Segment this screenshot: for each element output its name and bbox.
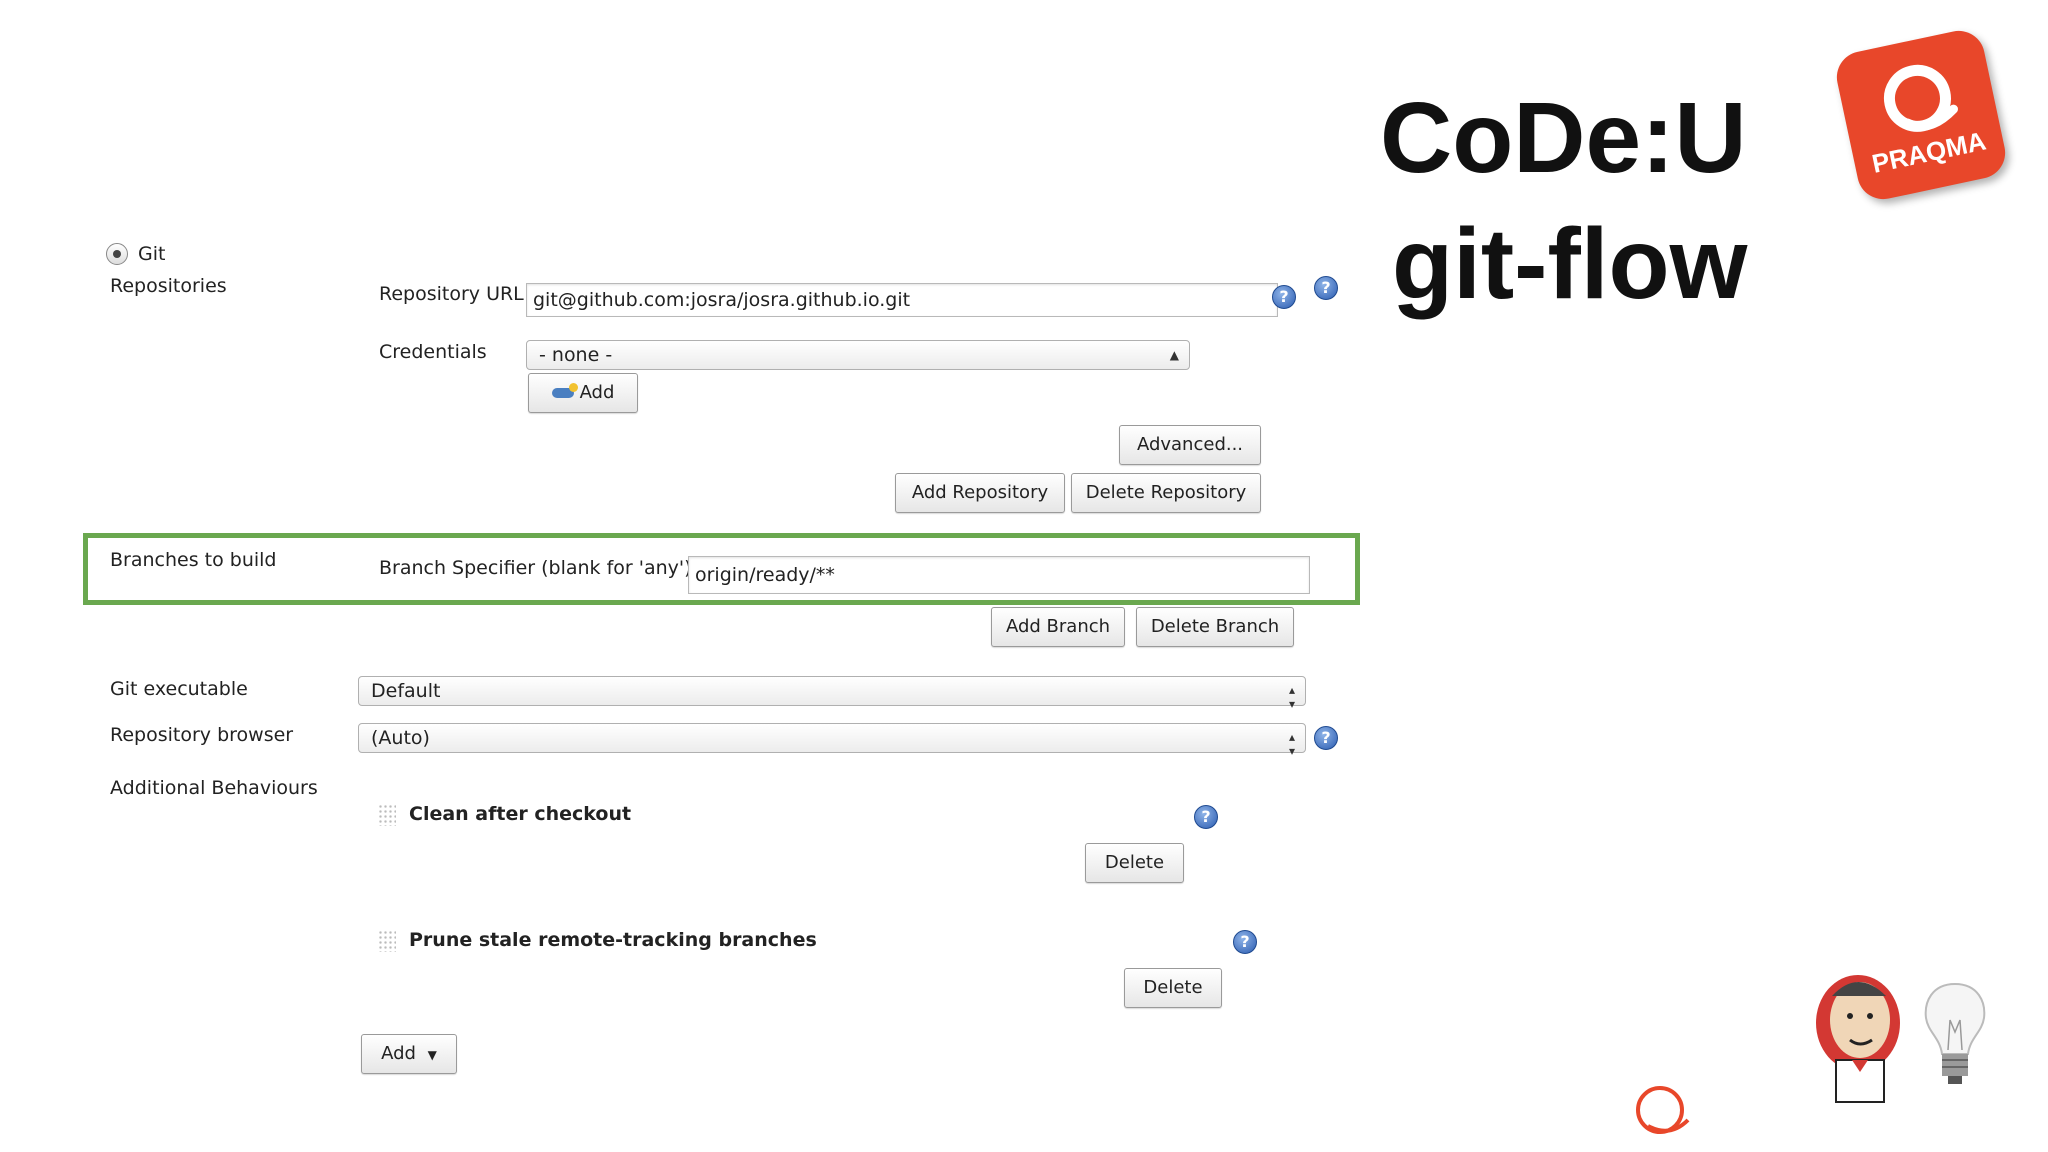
git-executable-select[interactable]: Default ▴▾ — [358, 676, 1306, 711]
credentials-select[interactable]: - none - ▲ — [526, 340, 1190, 370]
dropdown-arrow-icon: ▴▾ — [1288, 683, 1295, 711]
behaviour-title: Prune stale remote-tracking branches — [409, 929, 817, 951]
chevron-down-icon: ▼ — [427, 1048, 437, 1062]
add-branch-button[interactable]: Add Branch — [991, 607, 1125, 647]
credentials-select-value: - none - — [539, 344, 613, 366]
praqma-logo: PRAQMA — [1832, 26, 2010, 204]
additional-behaviours-label: Additional Behaviours — [110, 777, 318, 799]
branches-highlight-box — [83, 533, 1360, 605]
branch-specifier-input[interactable]: origin/ready/** — [688, 556, 1310, 594]
help-icon[interactable]: ? — [1233, 930, 1257, 954]
git-executable-value: Default — [371, 680, 441, 702]
git-radio[interactable] — [106, 243, 128, 265]
dropdown-arrow-icon: ▴▾ — [1288, 730, 1295, 758]
repositories-label: Repositories — [110, 275, 227, 297]
slide-title-line2: git-flow — [1392, 208, 1748, 320]
drag-handle-icon[interactable] — [378, 930, 396, 952]
delete-repository-button[interactable]: Delete Repository — [1071, 473, 1261, 513]
help-icon[interactable]: ? — [1314, 726, 1338, 750]
drag-handle-icon[interactable] — [378, 804, 396, 826]
branch-specifier-label: Branch Specifier (blank for 'any') — [379, 557, 692, 579]
add-behaviour-button[interactable]: Add ▼ — [361, 1034, 457, 1074]
repository-url-label: Repository URL — [379, 283, 524, 305]
delete-behaviour-button[interactable]: Delete — [1085, 843, 1184, 883]
delete-behaviour-button[interactable]: Delete — [1124, 968, 1222, 1008]
dropdown-arrow-icon: ▲ — [1169, 348, 1179, 362]
repository-browser-value: (Auto) — [371, 727, 430, 749]
add-credentials-label: Add — [579, 382, 615, 403]
credentials-label: Credentials — [379, 341, 487, 363]
help-icon[interactable]: ? — [1272, 285, 1296, 309]
advanced-button[interactable]: Advanced... — [1119, 425, 1261, 465]
repository-browser-label: Repository browser — [110, 724, 294, 746]
add-repository-button[interactable]: Add Repository — [895, 473, 1065, 513]
add-behaviour-label: Add — [381, 1043, 416, 1064]
jenkins-butler-icon — [1816, 975, 1900, 1103]
help-icon[interactable]: ? — [1194, 805, 1218, 829]
lightbulb-icon — [1924, 982, 1986, 1084]
repository-browser-select[interactable]: (Auto) ▴▾ — [358, 723, 1306, 758]
add-credentials-button[interactable]: Add — [528, 373, 638, 413]
git-executable-label: Git executable — [110, 678, 248, 700]
branches-to-build-label: Branches to build — [110, 549, 277, 571]
behaviour-title: Clean after checkout — [409, 803, 632, 825]
decorative-footer-line — [510, 1086, 1900, 1134]
praqma-q-icon — [1883, 64, 1958, 132]
repository-url-input[interactable]: git@github.com:josra/josra.github.io.git — [526, 283, 1278, 317]
git-radio-label: Git — [138, 243, 166, 265]
slide-title-line1: CoDe:U — [1380, 82, 1747, 194]
key-icon — [551, 383, 578, 398]
delete-branch-button[interactable]: Delete Branch — [1136, 607, 1294, 647]
help-icon[interactable]: ? — [1314, 276, 1338, 300]
